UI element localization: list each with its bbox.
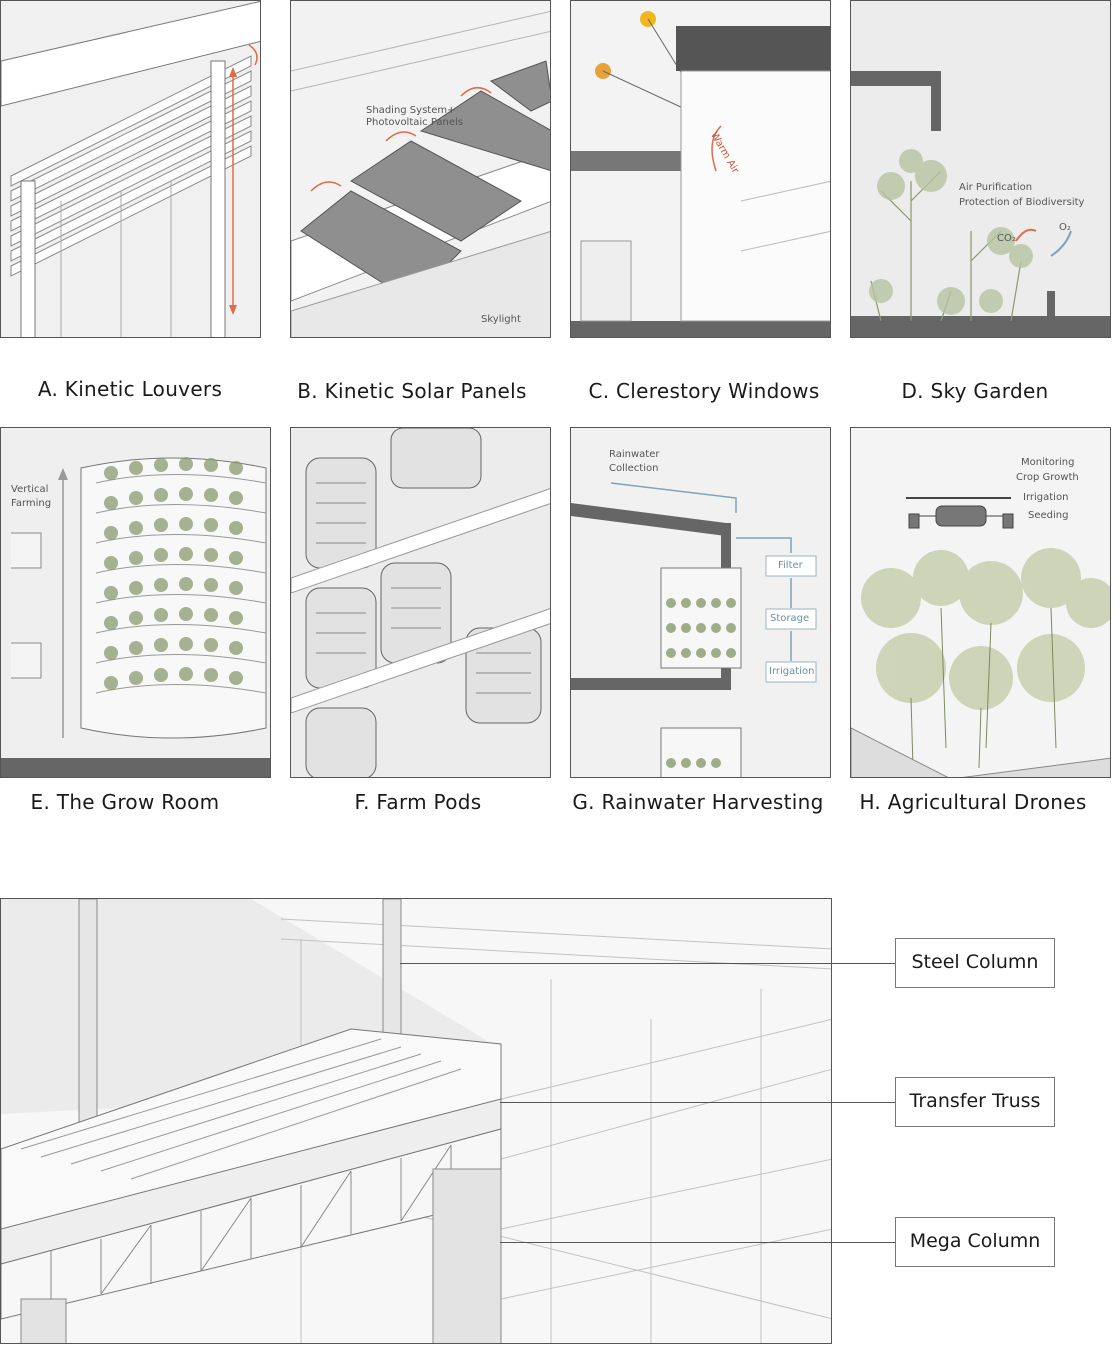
note-filter: Filter <box>778 560 803 571</box>
note-farming: Farming <box>11 498 52 509</box>
callout-steel-column: Steel Column <box>895 938 1055 988</box>
drones-illustration <box>851 428 1110 777</box>
note-crop-growth: Crop Growth <box>1016 472 1079 483</box>
clerestory-windows-illustration <box>571 1 830 337</box>
structure-diagram <box>0 898 832 1344</box>
note-vertical: Vertical <box>11 484 49 495</box>
panel-agricultural-drones: Monitoring Crop Growth Irrigation Seedin… <box>850 427 1111 778</box>
note-rainwater: Rainwater <box>609 449 660 460</box>
caption-sky-garden: D. Sky Garden <box>901 379 1049 403</box>
farm-pods-illustration <box>291 428 550 777</box>
caption-clerestory-windows: C. Clerestory Windows <box>588 379 820 403</box>
caption-kinetic-solar-panels: B. Kinetic Solar Panels <box>297 379 527 403</box>
note-o2: O₂ <box>1059 222 1071 233</box>
note-storage: Storage <box>770 613 810 624</box>
leader-mega-column <box>500 1242 895 1243</box>
panel-rainwater-harvesting: Rainwater Collection Filter Storage Irri… <box>570 427 831 778</box>
mega-column <box>432 1168 502 1343</box>
note-skylight: Skylight <box>481 314 521 325</box>
note-shading-system: Shading System+ <box>366 105 456 116</box>
panel-farm-pods <box>290 427 551 778</box>
callout-mega-column: Mega Column <box>895 1217 1055 1267</box>
solar-panels-illustration <box>291 1 550 337</box>
panel-clerestory-windows: Warm Air <box>570 0 831 338</box>
caption-kinetic-louvers: A. Kinetic Louvers <box>37 377 223 401</box>
caption-farm-pods: F. Farm Pods <box>354 790 482 814</box>
kinetic-louvers-illustration <box>1 1 260 337</box>
caption-grow-room: E. The Grow Room <box>30 790 220 814</box>
leader-transfer-truss <box>500 1102 895 1103</box>
note-biodiversity: Protection of Biodiversity <box>959 197 1085 208</box>
structure-illustration <box>1 899 831 1343</box>
note-co2: CO₂ <box>997 233 1016 244</box>
drone-icon <box>906 497 1014 529</box>
note-collection: Collection <box>609 463 659 474</box>
caption-rainwater-harvesting: G. Rainwater Harvesting <box>572 790 824 814</box>
note-irrigation-drone: Irrigation <box>1023 492 1069 503</box>
leader-steel-column <box>400 963 895 964</box>
note-irrigation: Irrigation <box>769 666 815 677</box>
panel-grow-room: Vertical Farming <box>0 427 271 778</box>
note-photovoltaic-panels: Photovoltaic Panels <box>366 117 464 128</box>
sky-garden-illustration <box>851 1 1110 337</box>
grow-room-illustration <box>1 428 270 777</box>
note-air-purification: Air Purification <box>959 182 1033 193</box>
note-seeding: Seeding <box>1028 510 1069 521</box>
caption-agricultural-drones: H. Agricultural Drones <box>859 790 1087 814</box>
panel-kinetic-solar-panels: Shading System+ Photovoltaic Panels Skyl… <box>290 0 551 338</box>
note-monitoring: Monitoring <box>1021 457 1075 468</box>
callout-transfer-truss: Transfer Truss <box>895 1077 1055 1127</box>
panel-kinetic-louvers <box>0 0 261 338</box>
panel-sky-garden: Air Purification Protection of Biodivers… <box>850 0 1111 338</box>
rainwater-illustration <box>571 428 830 777</box>
